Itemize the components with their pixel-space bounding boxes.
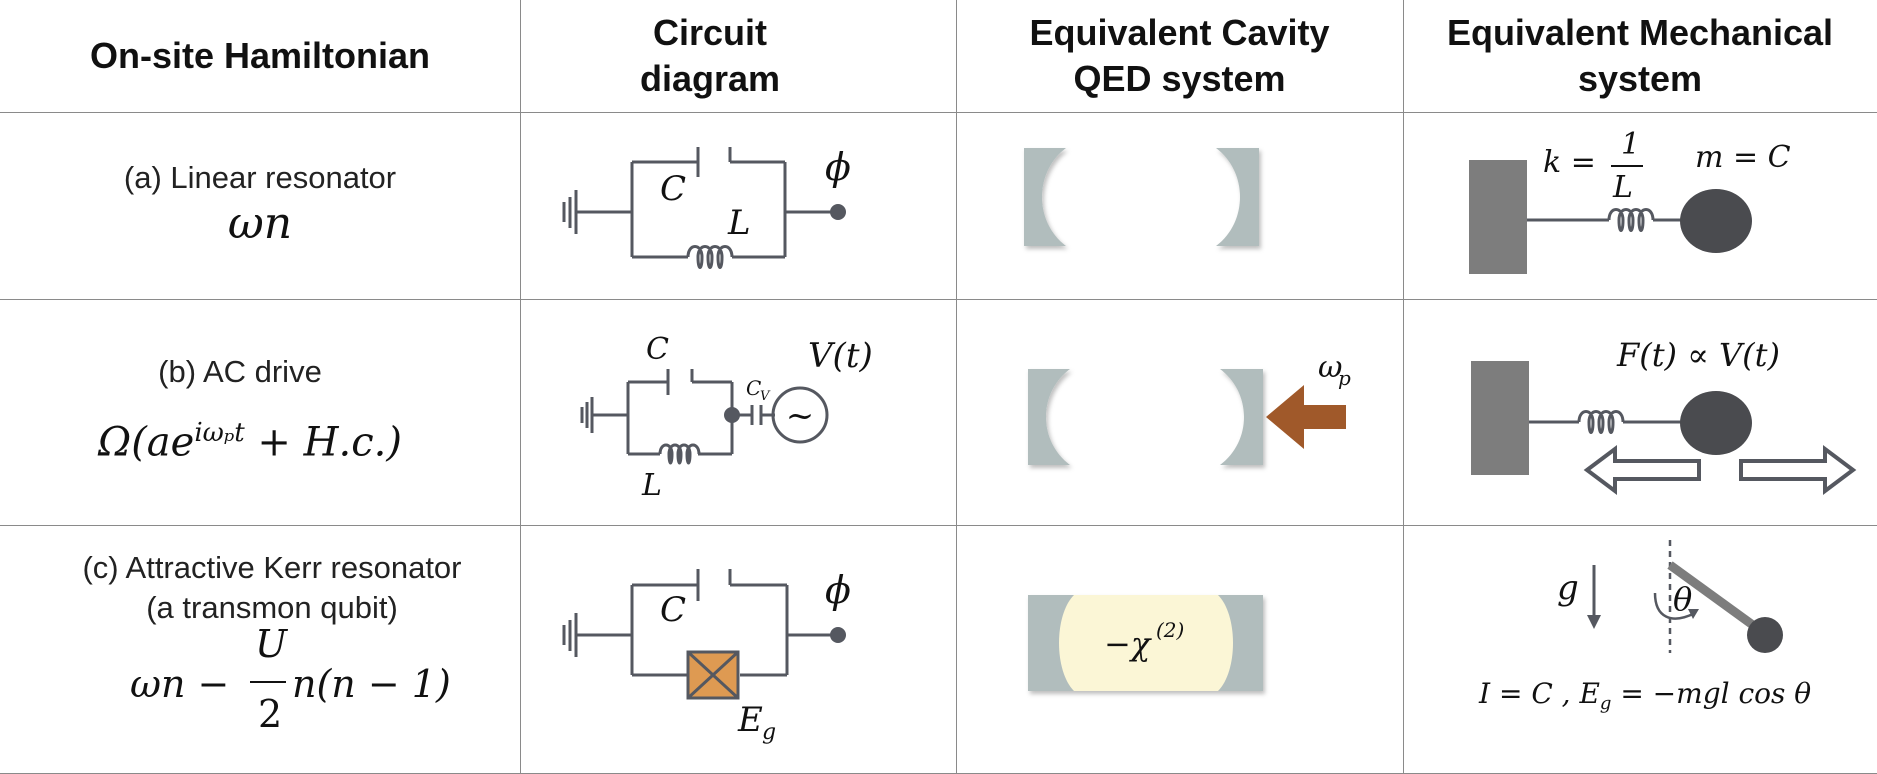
row-a-cavity [1024, 148, 1259, 246]
header-divider [0, 112, 1877, 113]
row-b-ham-main: Ω(ae [98, 419, 195, 466]
junction-energy-sub: g [762, 720, 776, 745]
spring-k-den: L [1612, 170, 1633, 205]
row-c-label-2: (a transmon qubit) [146, 590, 398, 625]
node-phi-label: ϕ [825, 568, 851, 612]
wall-icon [1471, 361, 1529, 475]
spring-icon [1577, 410, 1625, 434]
node-phi-label: ϕ [825, 145, 851, 189]
header-cavity: Equivalent Cavity QED system [956, 0, 1403, 112]
header-mechanical: Equivalent Mechanical system [1403, 0, 1877, 112]
theta-arc [1653, 592, 1696, 620]
header-cavity-text: Equivalent Cavity QED system [1029, 12, 1330, 99]
ac-source-icon [771, 386, 829, 444]
left-mirror [1028, 369, 1070, 465]
header-circuit: Circuit diagram [520, 0, 900, 112]
ac-source-symbol: ~ [786, 396, 815, 436]
inductor-label: L [727, 203, 751, 243]
force-label: F(t) ∝ V(t) [1616, 336, 1780, 374]
mass-icon [1680, 189, 1752, 253]
capacitor-label: C [660, 169, 686, 209]
capacitor-label: C [660, 590, 686, 630]
row-b-ham-sup: iωₚt [194, 418, 245, 448]
header-hamiltonian: On-site Hamiltonian [0, 0, 520, 112]
row-a-label: (a) Linear resonator [123, 160, 397, 195]
inductor-icon [658, 443, 701, 465]
right-mirror [1220, 369, 1263, 465]
row-divider-b [0, 525, 1877, 526]
row-c-ham-post: n(n − 1) [292, 662, 451, 706]
inductor-icon [686, 245, 734, 269]
left-arrow-icon [1583, 445, 1701, 495]
row-c-label: (c) Attractive Kerr resonator [82, 550, 462, 585]
row-b-circuit-diagram: ~ C L C V V(t) [580, 332, 873, 503]
header-hamiltonian-text: On-site Hamiltonian [89, 35, 431, 76]
spring-k-label: k = [1543, 145, 1596, 180]
node-dot-icon [830, 627, 846, 643]
row-c-hamiltonian: ωn − U 2 n(n − 1) [0, 622, 520, 740]
row-c-ham-pre: ωn − [130, 662, 230, 706]
junction-energy-label: E [737, 700, 763, 740]
col-divider-3 [1403, 0, 1404, 774]
cv-label: C [746, 376, 761, 400]
theta-label: θ [1673, 580, 1692, 618]
voltage-label: V(t) [808, 336, 873, 376]
row-c-ham-num: U [255, 622, 288, 666]
kerr-chi-sup: (2) [1156, 618, 1184, 642]
drive-arrow-icon [1266, 385, 1346, 449]
drive-frequency-sub: p [1338, 366, 1351, 390]
row-b-hamiltonian: Ω(aeiωₚt + H.c.) [0, 418, 510, 465]
gravity-label: g [1557, 568, 1579, 608]
row-a-circuit-diagram: C L ϕ [562, 145, 851, 269]
header-circuit-text: Circuit diagram [639, 12, 781, 99]
pendulum-equation: I = C , Eg = −mgl cos θ [1478, 677, 1811, 714]
row-c-circuit-diagram: C E g ϕ [562, 568, 851, 745]
right-mirror [1216, 148, 1259, 246]
col-divider-1 [520, 0, 521, 774]
drive-frequency-label: ω [1318, 350, 1342, 385]
left-mirror [1024, 148, 1066, 246]
inductor-label: L [641, 468, 662, 503]
right-arrow-icon [1739, 445, 1857, 495]
spring-k-num: 1 [1621, 127, 1640, 162]
spring-icon [1607, 208, 1655, 232]
row-b-label: (b) AC drive [158, 354, 322, 389]
row-c-ham-fracbar [250, 681, 286, 683]
pendulum-rod [1667, 561, 1764, 635]
row-b-mechanical: F(t) ∝ V(t) [1471, 336, 1857, 495]
row-c-mechanical: g θ I = C , Eg = −mgl cos θ [1478, 540, 1811, 714]
row-divider-a [0, 299, 1877, 300]
capacitor-label: C [646, 332, 669, 367]
header-mechanical-text: Equivalent Mechanical system [1446, 12, 1834, 99]
row-c-ham-den: 2 [258, 692, 283, 736]
col-divider-2 [956, 0, 957, 774]
cv-sub-label: V [760, 389, 771, 404]
row-c-cavity: −χ (2) [1028, 595, 1263, 691]
node-dot-icon [830, 204, 846, 220]
row-a-hamiltonian: ωn [227, 198, 293, 249]
row-b-cavity: ω p [1028, 350, 1351, 465]
mass-icon [1680, 391, 1752, 455]
wall-icon [1469, 160, 1527, 274]
row-a-mechanical: k = 1 L m = C [1469, 127, 1791, 274]
row-b-ham-tail: + H.c.) [244, 419, 402, 466]
kerr-chi-label: −χ [1104, 625, 1152, 663]
mass-label: m = C [1695, 140, 1791, 175]
pendulum-bob-icon [1747, 617, 1783, 653]
kerr-medium [1059, 595, 1233, 691]
